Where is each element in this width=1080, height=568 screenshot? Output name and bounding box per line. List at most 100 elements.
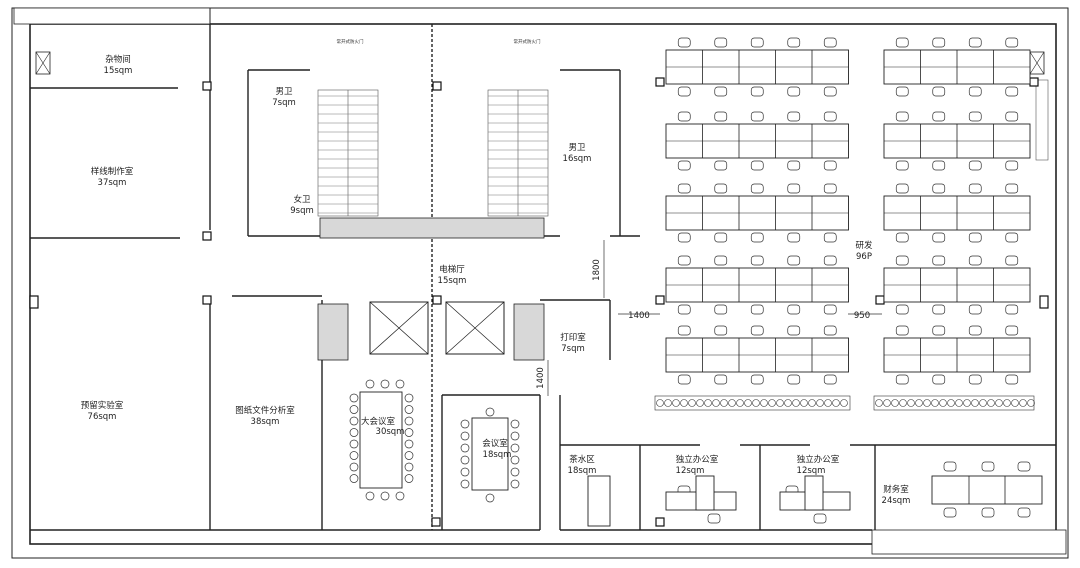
elevator-right — [445, 301, 505, 355]
chair — [750, 86, 764, 97]
meeting-chair — [404, 405, 414, 414]
chair — [932, 255, 946, 266]
chair — [968, 37, 982, 48]
chair — [932, 37, 946, 48]
planter-shrub — [800, 399, 808, 407]
planter-shrub — [979, 399, 987, 407]
meeting-chair — [404, 428, 414, 437]
planter-shrub — [808, 399, 816, 407]
meeting-chair — [349, 462, 359, 472]
chair — [968, 304, 982, 315]
planter-shrub — [907, 399, 915, 407]
planter-shrub — [776, 399, 784, 407]
planter-shrub — [824, 399, 832, 407]
chair — [895, 183, 909, 194]
chair — [932, 232, 946, 243]
chair — [895, 86, 909, 97]
meeting-chair — [510, 479, 520, 489]
planter-shrub — [712, 399, 720, 407]
planter-shrub — [891, 399, 899, 407]
planter-shrub — [1011, 399, 1019, 407]
chair — [932, 183, 946, 194]
meeting-chair — [510, 431, 520, 441]
chair — [750, 183, 764, 194]
planter-shrub — [816, 399, 824, 407]
planter-shrub — [1019, 399, 1027, 407]
chair — [968, 111, 982, 122]
chair — [895, 255, 909, 266]
meeting-chair — [485, 407, 495, 417]
office-desks — [665, 475, 851, 511]
planter-shrub — [784, 399, 792, 407]
chair — [787, 304, 801, 315]
planter-shrub — [760, 399, 768, 407]
chair — [932, 304, 946, 315]
chair — [968, 255, 982, 266]
planter-shrub — [875, 399, 883, 407]
planter-shrub — [720, 399, 728, 407]
elevator-left — [369, 301, 429, 355]
chair — [677, 325, 691, 336]
interior-walls — [30, 24, 1056, 531]
planter-shrub — [688, 399, 696, 407]
chair — [787, 86, 801, 97]
dim-1400-horizontal: 1400 — [628, 311, 650, 321]
chair — [1005, 37, 1019, 48]
meeting-chair — [404, 393, 414, 403]
planter-shrub — [704, 399, 712, 407]
meeting-chair — [349, 428, 359, 437]
meeting-chair — [404, 462, 414, 472]
meeting-chair — [460, 443, 470, 453]
chair — [714, 232, 728, 243]
meeting-chair — [380, 379, 390, 389]
chair — [1005, 183, 1019, 194]
chair — [968, 325, 982, 336]
planter-shrub — [656, 399, 664, 407]
chair — [677, 255, 691, 266]
chair — [932, 374, 946, 385]
meeting-chair — [349, 393, 359, 403]
planter-shrub — [752, 399, 760, 407]
chair — [981, 507, 995, 518]
meeting-chair — [485, 493, 495, 503]
chair — [823, 183, 837, 194]
finance-desks — [931, 475, 1043, 505]
meeting-chair — [460, 431, 470, 441]
stairs-left — [317, 89, 379, 217]
planter-shrub — [680, 399, 688, 407]
planter-shrub — [963, 399, 971, 407]
chair — [1005, 374, 1019, 385]
outer-walls — [11, 7, 1069, 559]
chair — [787, 255, 801, 266]
chair — [1005, 325, 1019, 336]
chair — [787, 374, 801, 385]
chair — [787, 111, 801, 122]
meeting-chair — [510, 419, 520, 429]
planter-shrub — [1027, 399, 1035, 407]
office-chairs — [349, 37, 1031, 524]
stair-treads — [318, 95, 548, 214]
chair — [677, 232, 691, 243]
workstation-desks — [665, 49, 1031, 373]
planter-shrub — [899, 399, 907, 407]
chair — [714, 111, 728, 122]
meeting-chair — [510, 467, 520, 477]
meeting-chair — [395, 491, 405, 501]
chair — [895, 160, 909, 171]
chair — [1005, 255, 1019, 266]
chair — [677, 160, 691, 171]
chair — [932, 111, 946, 122]
chair — [787, 325, 801, 336]
meeting-table — [471, 417, 509, 491]
chair — [813, 513, 827, 524]
planter-shrub — [728, 399, 736, 407]
chair — [714, 37, 728, 48]
chair — [714, 160, 728, 171]
planter-shrub — [931, 399, 939, 407]
planter-shrub — [672, 399, 680, 407]
